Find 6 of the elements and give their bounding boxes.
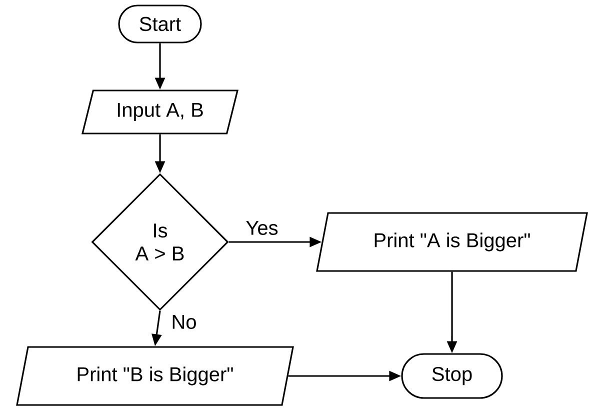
output-parallelogram: Print "B is Bigger" — [16, 346, 294, 406]
start-terminal: Start — [118, 4, 202, 44]
edge-label: Yes — [244, 220, 280, 236]
stop-terminal: Stop — [401, 353, 503, 399]
output-parallelogram: Print "A is Bigger" — [316, 212, 588, 272]
edge-label: No — [170, 314, 198, 330]
